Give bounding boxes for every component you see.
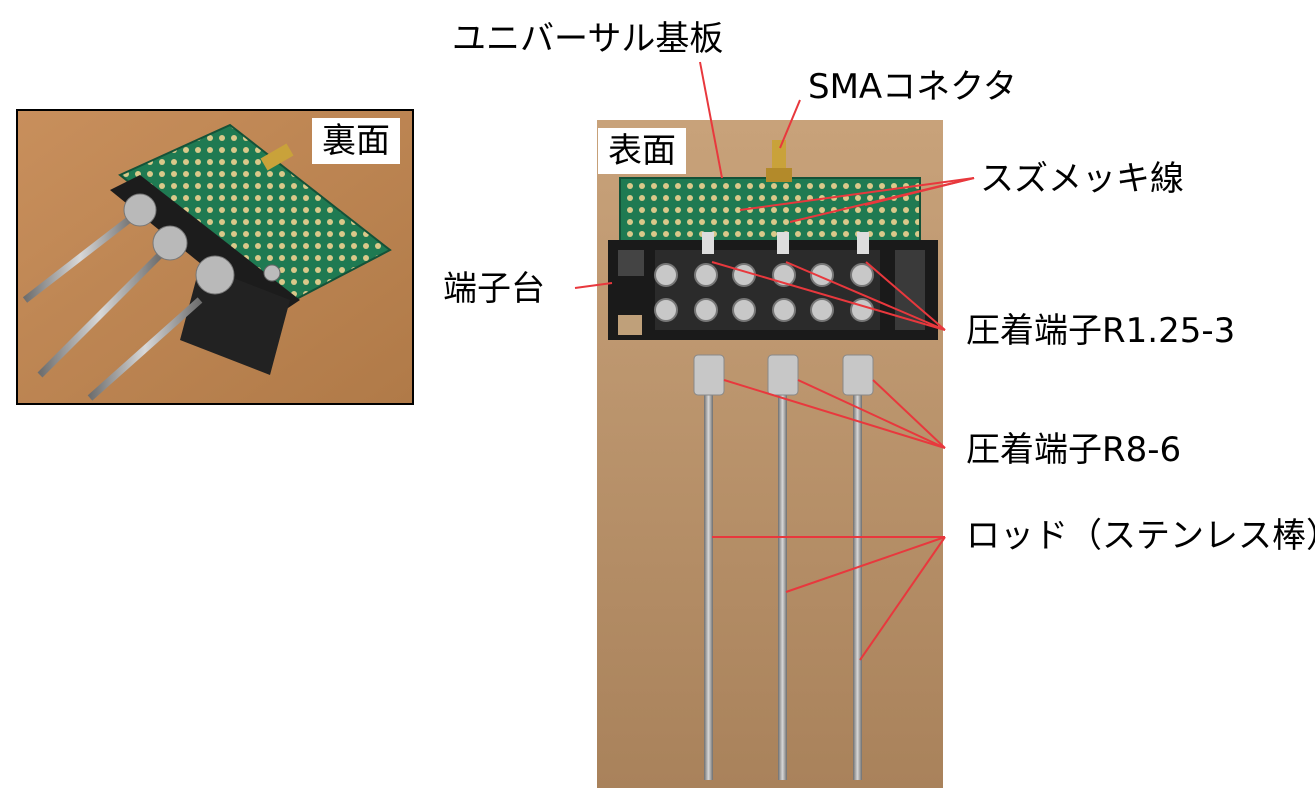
back-side-label: 裏面: [312, 118, 400, 164]
leader-lines: [574, 61, 975, 661]
leader-tinned-wire-3: [864, 177, 975, 206]
callout-sma-connector: SMAコネクタ: [808, 67, 1017, 107]
leader-crimp-r125-1: [711, 261, 946, 331]
leader-tinned-wire-1: [739, 177, 975, 211]
leader-sma-connector: [779, 99, 801, 149]
leader-crimp-r8-1: [723, 379, 946, 449]
callout-universal-board: ユニバーサル基板: [452, 19, 724, 59]
callout-crimp-r8: 圧着端子R8-6: [966, 430, 1182, 470]
callout-rod: ロッド（ステンレス棒）: [966, 516, 1315, 556]
leader-crimp-r8-3: [872, 379, 946, 449]
callout-crimp-r125: 圧着端子R1.25-3: [966, 311, 1236, 351]
leader-rod-3: [859, 536, 946, 661]
leader-crimp-r125-3: [865, 261, 946, 331]
callout-terminal-block: 端子台: [443, 269, 545, 309]
leader-universal-board: [699, 61, 723, 179]
leader-terminal-block: [574, 282, 613, 289]
front-side-photo: [597, 120, 943, 788]
leader-crimp-r8-2: [797, 379, 946, 449]
front-side-label: 表面: [598, 128, 686, 174]
leader-rod-2: [785, 536, 946, 593]
callout-tinned-wire: スズメッキ線: [980, 159, 1184, 199]
leader-crimp-r125-2: [785, 261, 946, 331]
